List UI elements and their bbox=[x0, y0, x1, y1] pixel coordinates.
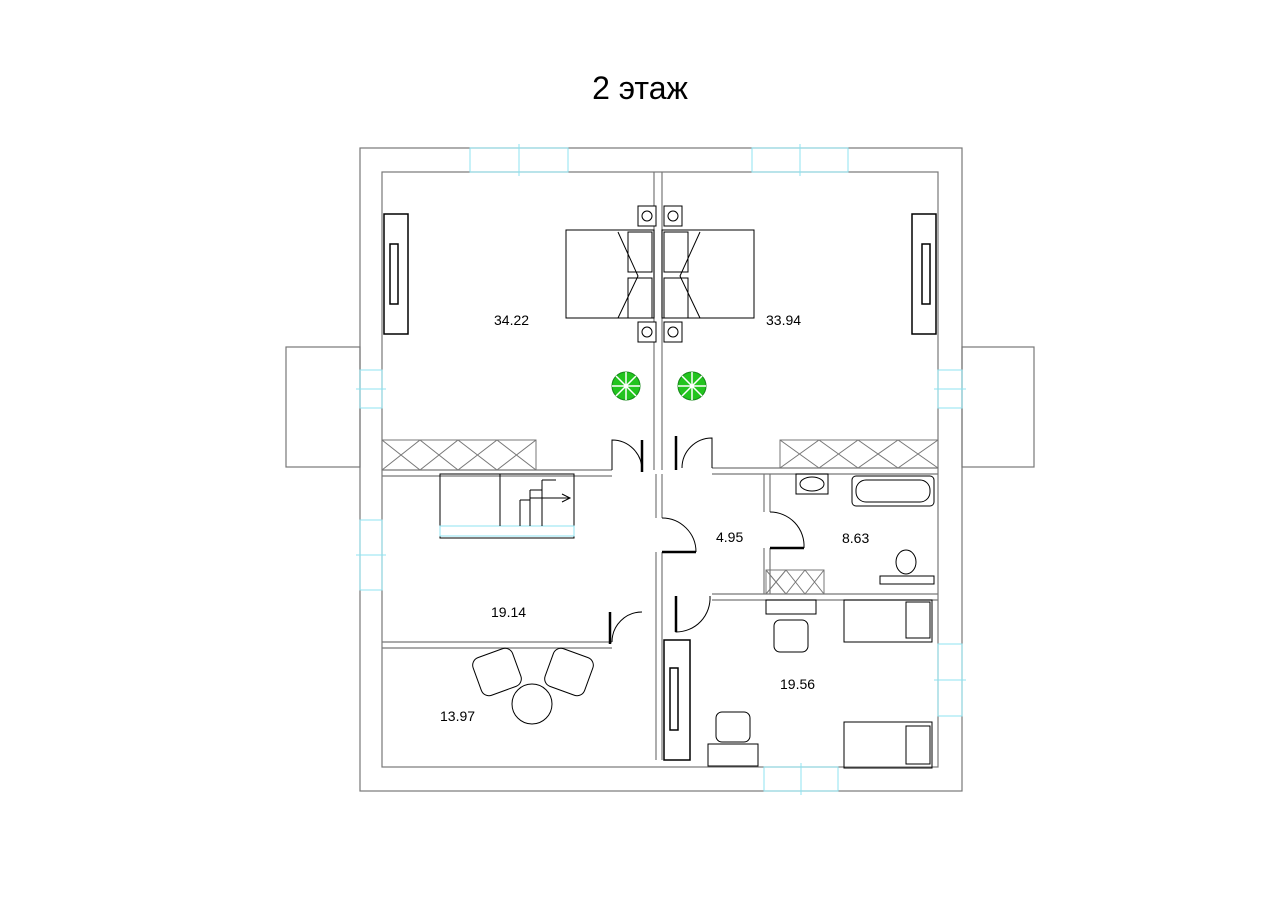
area-label-stair-hall: 19.14 bbox=[491, 604, 526, 620]
floor-title: 2 этаж bbox=[592, 70, 688, 106]
area-label-bedroom-right: 33.94 bbox=[766, 312, 801, 328]
tv-units bbox=[383, 213, 937, 761]
wardrobes bbox=[381, 439, 939, 595]
area-labels: 34.22 33.94 4.95 8.63 19.14 13.97 19.56 bbox=[440, 312, 869, 724]
area-label-bathroom: 8.63 bbox=[842, 530, 869, 546]
staircase bbox=[439, 473, 575, 539]
desks-and-chairs bbox=[707, 599, 817, 767]
area-label-hall: 4.95 bbox=[716, 529, 743, 545]
area-label-lounge: 13.97 bbox=[440, 708, 475, 724]
area-label-kids-room: 19.56 bbox=[780, 676, 815, 692]
single-beds bbox=[843, 599, 933, 769]
windows bbox=[356, 144, 966, 795]
bedside-lamps bbox=[637, 205, 683, 343]
area-label-bedroom-left: 34.22 bbox=[494, 312, 529, 328]
bathroom-fixtures bbox=[795, 473, 935, 585]
lounge-furniture bbox=[472, 647, 594, 725]
plants bbox=[611, 371, 707, 401]
double-beds bbox=[565, 229, 755, 319]
doors bbox=[608, 436, 805, 644]
